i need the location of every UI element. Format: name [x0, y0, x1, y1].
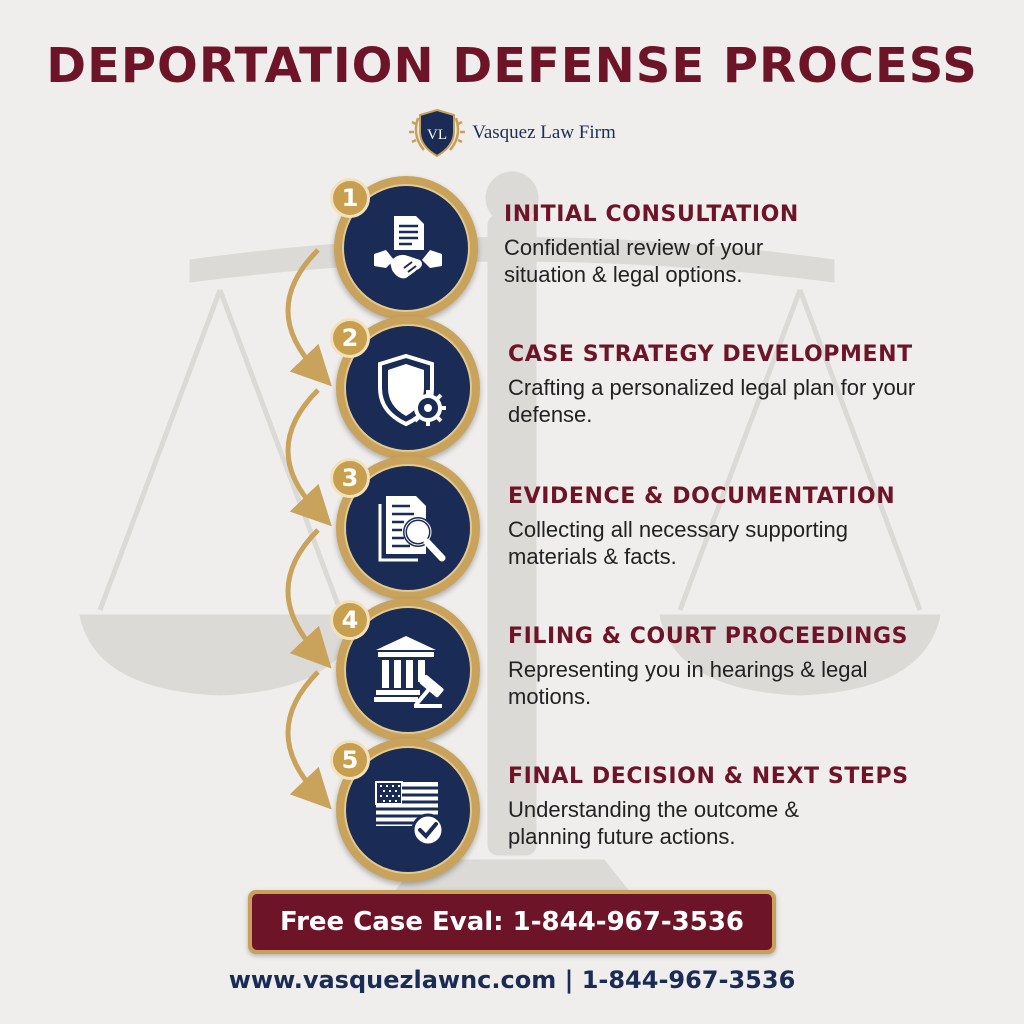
step-5-text: FINAL DECISION & NEXT STEPS Understandin…	[508, 764, 978, 850]
free-case-eval-button[interactable]: Free Case Eval: 1-844-967-3536	[248, 890, 776, 954]
shield-gear-icon	[378, 353, 446, 427]
step-2-text: CASE STRATEGY DEVELOPMENT Crafting a per…	[508, 342, 978, 428]
step-3-text: EVIDENCE & DOCUMENTATION Collecting all …	[508, 484, 978, 570]
law-firm-shield-logo-icon: VL	[409, 108, 466, 158]
step-4-title: FILING & COURT PROCEEDINGS	[508, 624, 909, 649]
step-4-number: 4	[330, 600, 370, 640]
step-3-title: EVIDENCE & DOCUMENTATION	[508, 484, 896, 509]
step-3-number: 3	[330, 458, 370, 498]
page-title: DEPORTATION DEFENSE PROCESS	[46, 38, 978, 94]
flag-checkmark-icon	[375, 781, 445, 847]
step-3-description: Collecting all necessary supporting mate…	[508, 517, 848, 569]
free-case-eval-label: Free Case Eval: 1-844-967-3536	[252, 894, 772, 950]
step-2-number: 2	[330, 318, 370, 358]
step-5-title: FINAL DECISION & NEXT STEPS	[508, 764, 909, 789]
step-5-number: 5	[330, 740, 370, 780]
document-magnifier-icon	[378, 496, 446, 562]
step-1-title: INITIAL CONSULTATION	[504, 202, 799, 227]
step-1-description: Confidential review of your situation & …	[504, 235, 764, 287]
step-5-badge	[336, 738, 480, 882]
handshake-document-icon	[374, 216, 442, 279]
brand-name: Vasquez Law Firm	[472, 122, 616, 143]
step-4-description: Representing you in hearings & legal mot…	[508, 657, 868, 709]
step-1-number: 1	[330, 178, 370, 218]
step-4-text: FILING & COURT PROCEEDINGS Representing …	[508, 624, 978, 710]
brand-header: VL Vasquez Law Firm	[0, 106, 1024, 160]
courthouse-gavel-icon	[374, 636, 444, 708]
step-2-description: Crafting a personalized legal plan for y…	[508, 375, 916, 427]
step-5-description: Understanding the outcome & planning fut…	[508, 797, 800, 849]
footer-contact[interactable]: www.vasquezlawnc.com | 1-844-967-3536	[228, 966, 796, 994]
svg-text:VL: VL	[427, 127, 447, 143]
step-2-title: CASE STRATEGY DEVELOPMENT	[508, 342, 913, 367]
step-1-text: INITIAL CONSULTATION Confidential review…	[504, 202, 974, 288]
